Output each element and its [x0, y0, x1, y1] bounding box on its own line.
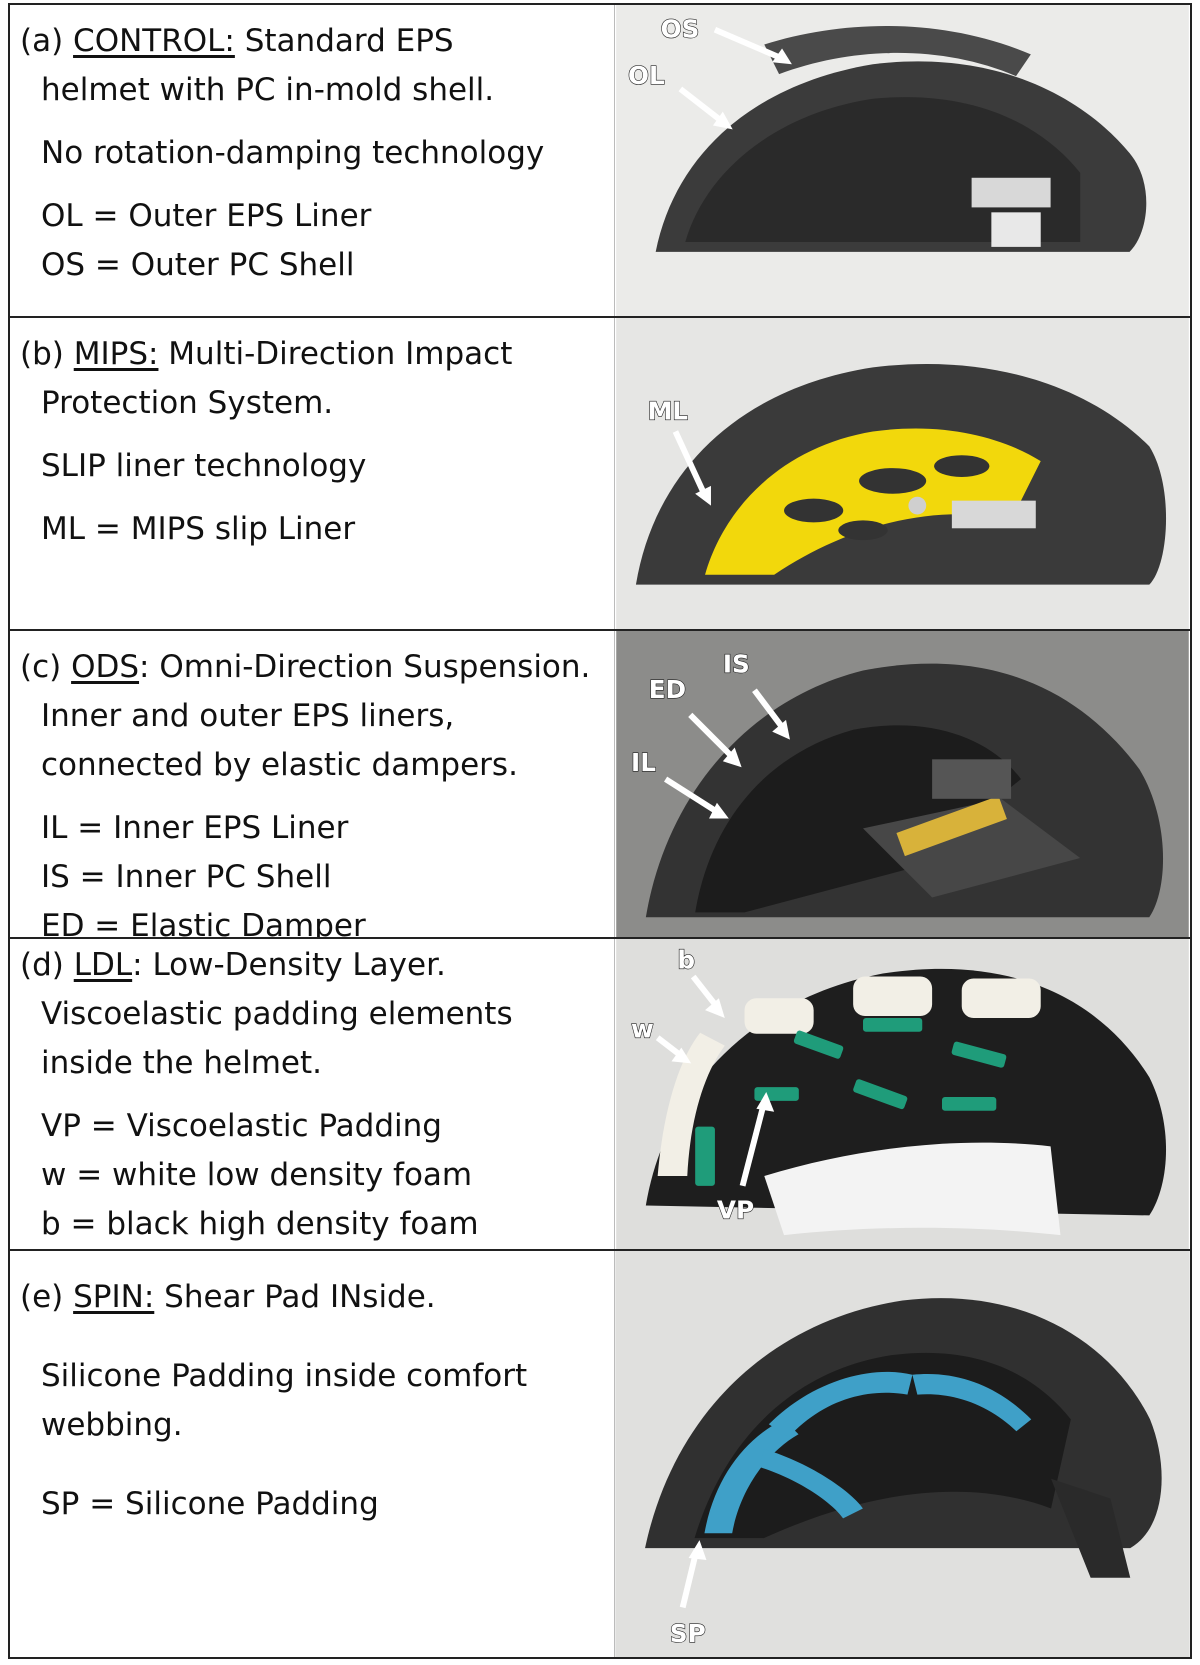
panel-d-label: (d) — [20, 947, 64, 983]
helmet-figure: (a) CONTROL: Standard EPS helmet with PC… — [8, 3, 1192, 1659]
panel-a-keyword: CONTROL: — [73, 23, 235, 59]
panel-e-text: (e) SPIN: Shear Pad INside. Silicone Pad… — [10, 1251, 614, 1657]
panel-d-desc-line-1: Viscoelastic padding elements — [41, 996, 513, 1032]
panel-e-headline: (e) SPIN: Shear Pad INside. — [20, 1273, 614, 1322]
panel-b-label: (b) — [20, 336, 64, 372]
helmet-spin-image: SP — [615, 1251, 1190, 1657]
panel-a-label: (a) — [20, 23, 64, 59]
panel-d-headline: (d) LDL: Low-Density Layer. — [20, 941, 614, 990]
callout-il: IL — [631, 748, 656, 777]
callout-ed: ED — [649, 675, 686, 704]
panel-e-photo: SP — [614, 1251, 1190, 1657]
panel-b-photo: ML — [614, 318, 1190, 629]
helmet-mips-image: ML — [616, 318, 1189, 629]
panel-b-desc-line: Protection System. — [41, 385, 334, 421]
panel-a: (a) CONTROL: Standard EPS helmet with PC… — [8, 3, 1192, 318]
panel-d-keyword: LDL — [73, 947, 133, 983]
panel-c-headline: (c) ODS: Omni-Direction Suspension. — [20, 643, 614, 692]
panel-d-headline-rest: : Low-Density Layer. — [132, 947, 446, 983]
panel-c-headline-rest: : Omni-Direction Suspension. — [139, 649, 591, 685]
panel-c-text: (c) ODS: Omni-Direction Suspension. Inne… — [10, 631, 614, 944]
callout-b: b — [677, 946, 695, 975]
panel-e-keyword: SPIN: — [73, 1279, 155, 1315]
callout-is: IS — [723, 649, 750, 678]
callout-os: OS — [661, 15, 700, 44]
panel-b-headline-rest: Multi-Direction Impact — [158, 336, 513, 372]
helmet-ldl-image: b w VP — [616, 939, 1189, 1249]
panel-c-keyword: ODS — [71, 649, 140, 685]
helmet-control-image: OS OL — [616, 5, 1189, 316]
panel-e-legend-sp: SP = Silicone Padding — [41, 1486, 379, 1522]
panel-d-legend-vp: VP = Viscoelastic Padding — [41, 1108, 442, 1144]
panel-e: (e) SPIN: Shear Pad INside. Silicone Pad… — [8, 1249, 1192, 1659]
panel-d-desc-line-2: inside the helmet. — [41, 1045, 322, 1081]
panel-c-legend-il: IL = Inner EPS Liner — [41, 810, 349, 846]
callout-ml: ML — [648, 397, 689, 426]
callout-ol: OL — [628, 61, 665, 90]
panel-a-legend-os: OS = Outer PC Shell — [41, 247, 355, 283]
panel-a-headline: (a) CONTROL: Standard EPS — [20, 17, 614, 66]
panel-a-legend-ol: OL = Outer EPS Liner — [41, 198, 372, 234]
panel-c: (c) ODS: Omni-Direction Suspension. Inne… — [8, 629, 1192, 944]
panel-d-photo: b w VP — [614, 939, 1190, 1249]
panel-e-tech-line-1: Silicone Padding inside comfort — [41, 1358, 528, 1394]
panel-c-photo: IS ED IL — [614, 631, 1190, 937]
callout-vp: VP — [717, 1195, 754, 1224]
panel-e-headline-rest: Shear Pad INside. — [154, 1279, 436, 1315]
panel-c-desc-line-1: Inner and outer EPS liners, — [41, 698, 455, 734]
panel-a-text: (a) CONTROL: Standard EPS helmet with PC… — [10, 5, 614, 316]
panel-b-headline: (b) MIPS: Multi-Direction Impact — [20, 330, 614, 379]
panel-e-label: (e) — [20, 1279, 64, 1315]
panel-b-legend-ml: ML = MIPS slip Liner — [41, 511, 356, 547]
panel-d-legend-w: w = white low density foam — [41, 1157, 473, 1193]
panel-a-headline-rest: Standard EPS — [234, 23, 454, 59]
panel-d-text: (d) LDL: Low-Density Layer. Viscoelastic… — [10, 939, 614, 1249]
panel-b: (b) MIPS: Multi-Direction Impact Protect… — [8, 316, 1192, 631]
panel-b-tech: SLIP liner technology — [41, 448, 367, 484]
callout-w: w — [631, 1015, 654, 1044]
helmet-ods-image: IS ED IL — [616, 631, 1189, 937]
panel-c-legend-is: IS = Inner PC Shell — [41, 859, 332, 895]
panel-b-keyword: MIPS: — [73, 336, 159, 372]
panel-a-photo: OS OL — [614, 5, 1190, 316]
panel-d-legend-b: b = black high density foam — [41, 1206, 479, 1242]
callout-sp: SP — [670, 1619, 706, 1648]
panel-a-desc-line: helmet with PC in-mold shell. — [41, 72, 495, 108]
panel-c-label: (c) — [20, 649, 62, 685]
panel-a-tech: No rotation-damping technology — [41, 135, 545, 171]
panel-b-text: (b) MIPS: Multi-Direction Impact Protect… — [10, 318, 614, 629]
panel-c-desc-line-2: connected by elastic dampers. — [41, 747, 518, 783]
panel-e-tech-line-2: webbing. — [41, 1407, 183, 1443]
panel-d: (d) LDL: Low-Density Layer. Viscoelastic… — [8, 937, 1192, 1251]
